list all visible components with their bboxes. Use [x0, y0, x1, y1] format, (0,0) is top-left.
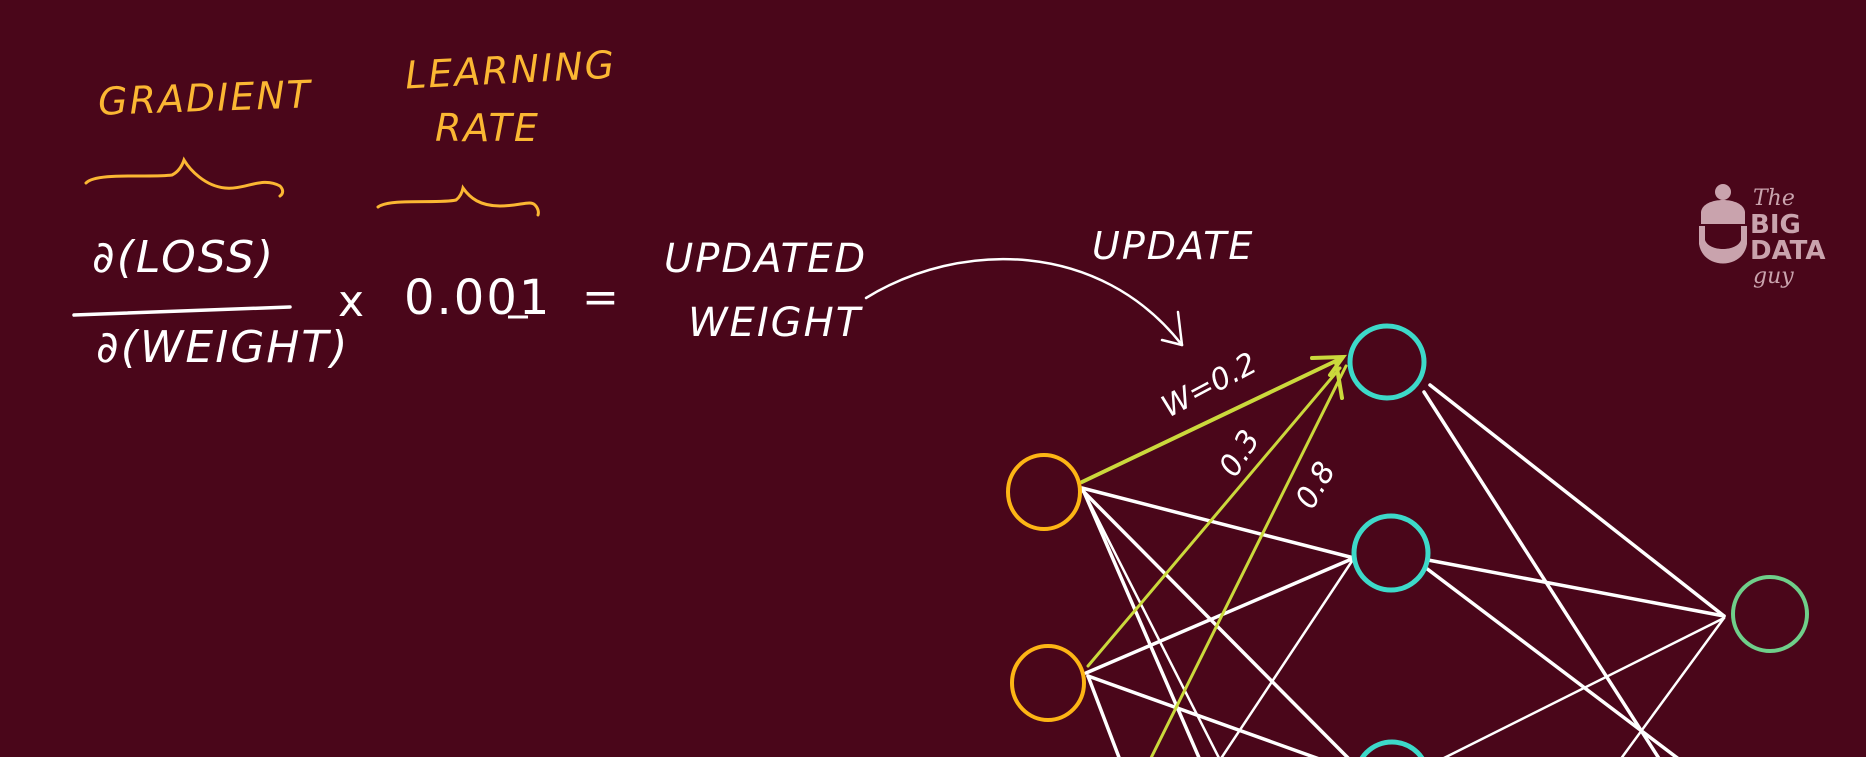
- gradient-label: GRADIENT: [97, 72, 313, 124]
- equation-numerator: ∂(LOSS): [92, 232, 276, 283]
- big-data-guy-logo: The BIG DATA guy: [1695, 182, 1855, 312]
- updated-weight-line2: WEIGHT: [688, 300, 863, 346]
- learning-rate-label-line2: RATE: [435, 106, 540, 150]
- bearded-man-icon: [1699, 184, 1747, 264]
- multiply-sign: x: [338, 276, 367, 327]
- fraction-bar: [72, 305, 292, 317]
- logo-data: DATA: [1750, 236, 1826, 266]
- gradient-brace: [84, 156, 285, 198]
- equation-denominator: ∂(WEIGHT): [96, 322, 350, 373]
- edges-input-hidden: [1080, 486, 1356, 757]
- input-node-1: [1006, 453, 1082, 531]
- hidden-node-3: [1359, 739, 1425, 757]
- hidden-node-2: [1351, 513, 1431, 593]
- edges-hidden-output: [1422, 383, 1726, 757]
- hidden-node-1: [1347, 323, 1427, 401]
- equals-sign: =: [582, 272, 621, 323]
- update-arrow-label: UPDATE: [1092, 224, 1255, 268]
- learning-rate-brace: [376, 184, 540, 217]
- update-arrow: [864, 257, 1184, 347]
- output-node: [1731, 575, 1809, 653]
- input-node-2: [1010, 644, 1086, 722]
- logo-guy: guy: [1753, 264, 1794, 289]
- logo-big: BIG: [1750, 210, 1801, 240]
- logo-the: The: [1753, 186, 1795, 211]
- updated-weight-line1: UPDATED: [664, 236, 868, 282]
- learning-rate-value: 0.001: [404, 270, 552, 326]
- update-arrow-head: [1160, 310, 1184, 347]
